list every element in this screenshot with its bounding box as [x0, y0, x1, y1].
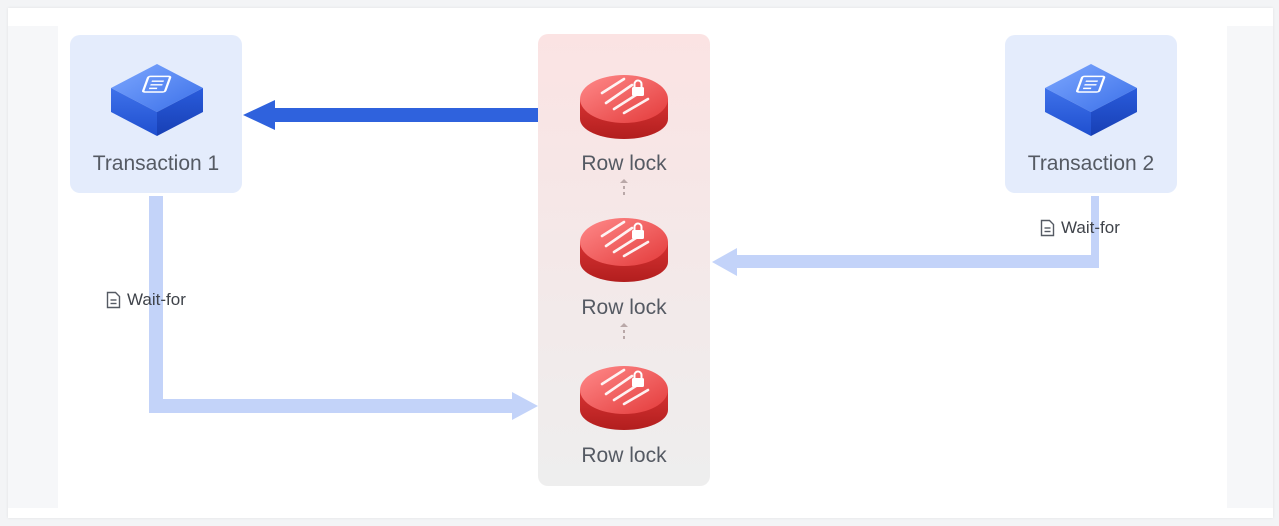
wait-for-label-t2: Wait-for — [1040, 218, 1120, 238]
row-lock-3-icon — [578, 364, 670, 432]
row-lock-1-icon — [578, 73, 670, 141]
document-icon — [1040, 219, 1055, 237]
right-margin-band — [1227, 26, 1273, 508]
holds-arrow — [243, 100, 538, 130]
transaction-1-server-icon — [109, 62, 205, 138]
wait-for-text-t1: Wait-for — [127, 290, 186, 309]
transaction-1-label: Transaction 1 — [92, 152, 220, 175]
document-icon — [106, 291, 121, 309]
row-lock-1-label: Row lock — [581, 152, 667, 175]
wait-for-label-t1: Wait-for — [106, 290, 186, 310]
transaction-2-label: Transaction 2 — [1027, 152, 1155, 175]
wait-for-text-t2: Wait-for — [1061, 218, 1120, 237]
wait-for-arrow-t2 — [712, 196, 1099, 276]
transaction-2-server-icon — [1043, 62, 1139, 138]
wait-for-arrow-t1 — [149, 196, 538, 420]
row-lock-3-label: Row lock — [581, 444, 667, 467]
row-lock-2-label: Row lock — [581, 296, 667, 319]
lock-chain-connectors — [620, 179, 628, 339]
row-lock-2-icon — [578, 216, 670, 284]
left-margin-band — [8, 26, 58, 508]
